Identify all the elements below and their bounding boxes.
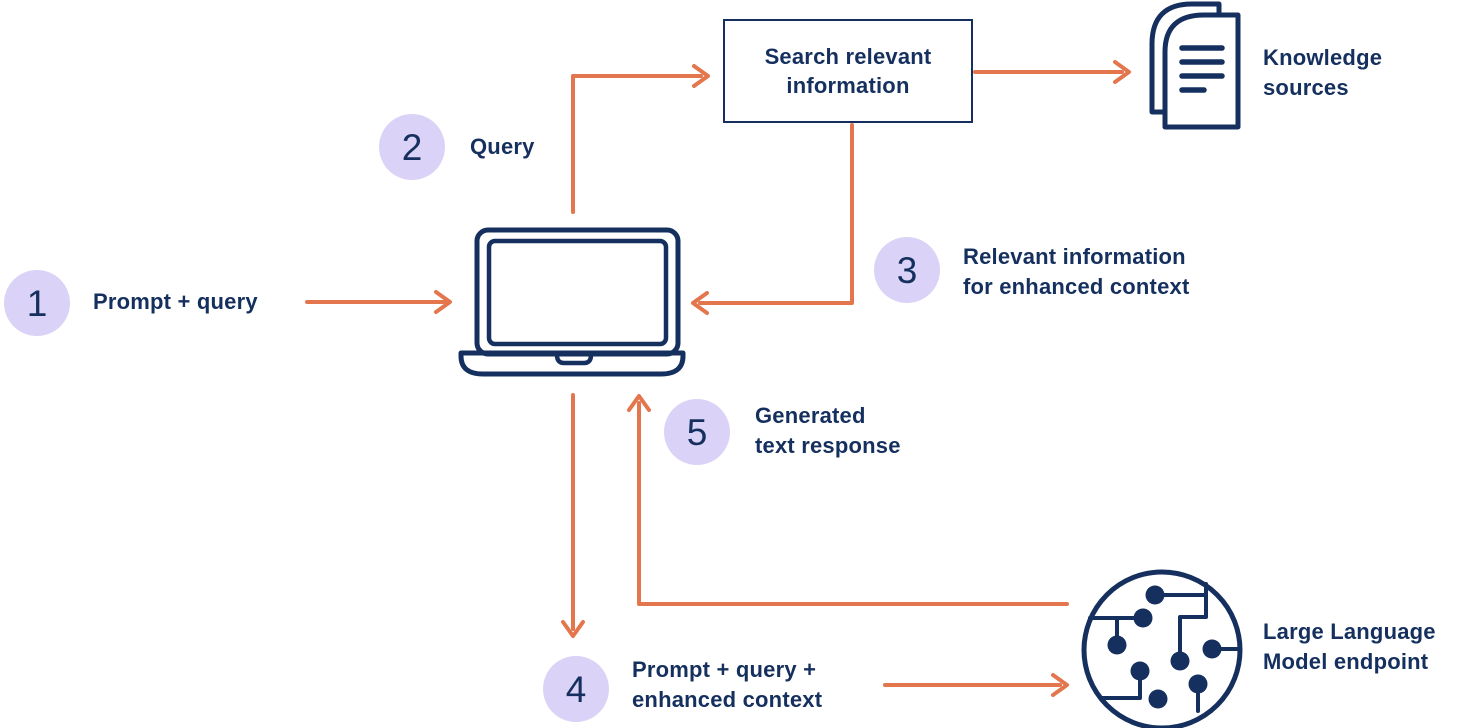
step-2-label: Query xyxy=(470,134,535,159)
search-information-node: Search relevant information xyxy=(723,19,973,123)
step-4-number: 4 xyxy=(565,668,587,710)
search-node-label: information xyxy=(786,73,910,98)
llm-endpoint-label: Large Language Model endpoint xyxy=(1263,619,1436,674)
laptop-screen-inner xyxy=(486,238,669,347)
step-1-label: Prompt + query xyxy=(93,289,258,314)
arrow-llm-return-up xyxy=(627,394,1069,606)
step-2-number: 2 xyxy=(401,126,423,168)
step-4-label: Prompt + query + enhanced context xyxy=(632,657,823,712)
step-3-number: 3 xyxy=(896,249,918,291)
circuit-traces xyxy=(1088,582,1242,713)
step-5-badge: 5 xyxy=(664,399,730,465)
arrowhead-right xyxy=(692,64,710,88)
arrowhead-right xyxy=(434,290,452,314)
arrowhead-right xyxy=(1113,60,1131,84)
arrow-prompt-query xyxy=(305,290,452,314)
document-back xyxy=(1149,1,1222,115)
search-node-label: Search relevant xyxy=(764,44,932,69)
laptop-base xyxy=(458,350,686,377)
step-5-label: Generated text response xyxy=(755,403,901,458)
step-3-label: Relevant information for enhanced contex… xyxy=(963,244,1190,299)
arrowhead-up xyxy=(627,394,651,412)
step-1-number: 1 xyxy=(26,282,48,324)
laptop-screen-outer xyxy=(474,227,681,357)
step-3-badge: 3 xyxy=(874,237,940,303)
arrow-prompt-to-llm xyxy=(883,673,1069,697)
document-text-lines xyxy=(1179,45,1225,93)
knowledge-sources-label: Knowledge sources xyxy=(1263,45,1383,100)
arrowhead-down xyxy=(561,620,585,638)
arrow-down-from-laptop xyxy=(561,393,585,638)
arrowhead-right xyxy=(1051,673,1069,697)
step-2-badge: 2 xyxy=(379,114,445,180)
arrow-relevant-info-return xyxy=(691,123,854,315)
circuit-nodes xyxy=(1107,585,1222,709)
document-front xyxy=(1162,12,1241,130)
documents-icon xyxy=(1149,1,1241,130)
arrow-box-to-knowledge xyxy=(973,60,1131,84)
arrow-query-up xyxy=(571,64,710,214)
laptop-icon xyxy=(458,227,686,377)
step-4-badge: 4 xyxy=(543,656,609,722)
step-5-number: 5 xyxy=(686,411,708,453)
circuit-icon xyxy=(1081,569,1243,728)
arrowhead-left xyxy=(691,291,709,315)
laptop-notch xyxy=(554,351,594,366)
step-1-badge: 1 xyxy=(4,270,70,336)
